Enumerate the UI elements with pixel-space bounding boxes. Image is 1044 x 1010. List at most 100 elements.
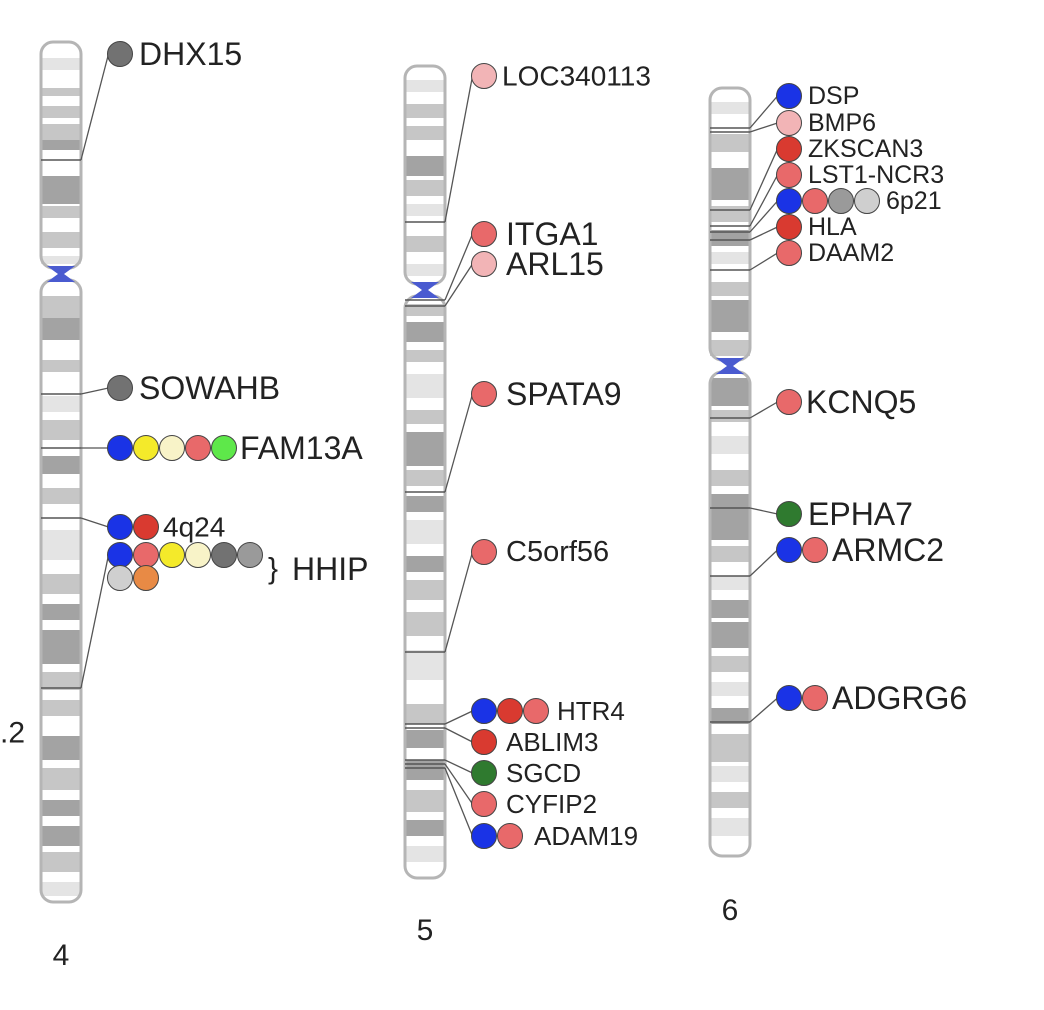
chromosome-band bbox=[41, 456, 81, 474]
marker-orange bbox=[133, 565, 159, 591]
chromosome-band bbox=[710, 230, 750, 246]
chromosome-band bbox=[710, 576, 750, 590]
chromosome-band bbox=[41, 604, 81, 620]
chromosome-band bbox=[405, 650, 445, 680]
chromosome-band bbox=[710, 470, 750, 486]
chromosome-band bbox=[710, 282, 750, 296]
marker-dark-gray bbox=[107, 375, 133, 401]
chromosome-band bbox=[41, 530, 81, 560]
chromosome-band bbox=[41, 58, 81, 70]
chromosome-band bbox=[710, 206, 750, 222]
connector-line bbox=[444, 551, 474, 653]
chromosome-band bbox=[405, 730, 445, 748]
marker-blue bbox=[471, 698, 497, 724]
chromosome-band bbox=[405, 432, 445, 466]
chromosome-band bbox=[710, 708, 750, 724]
gene-label-hhip: HHIP bbox=[292, 551, 368, 587]
markers-layer bbox=[107, 41, 880, 849]
marker-blue bbox=[776, 685, 802, 711]
locus-adam19-markers bbox=[471, 823, 523, 849]
chromosome-band bbox=[710, 494, 750, 540]
chromosome-band bbox=[405, 556, 445, 572]
chromosome-band bbox=[405, 374, 445, 398]
chromosome-band bbox=[405, 80, 445, 92]
marker-salmon bbox=[523, 698, 549, 724]
chromosome-band bbox=[710, 102, 750, 114]
chromosome-band bbox=[710, 252, 750, 264]
chromosome-band bbox=[41, 206, 81, 218]
marker-blue bbox=[471, 823, 497, 849]
chromosome-band bbox=[405, 410, 445, 424]
connector-line bbox=[444, 727, 473, 743]
gene-label-armc2: ARMC2 bbox=[832, 532, 944, 568]
chromosomes-layer: 456 bbox=[39, 40, 752, 972]
gene-label-htr4: HTR4 bbox=[557, 696, 625, 726]
marker-dark-gray bbox=[211, 542, 237, 568]
chromosome-band bbox=[41, 106, 81, 118]
chromosome-band bbox=[710, 300, 750, 332]
locus-4q24-markers bbox=[107, 514, 159, 540]
chromosome-bands bbox=[41, 58, 81, 896]
marker-red bbox=[497, 698, 523, 724]
chromosome-band bbox=[710, 734, 750, 762]
locus-ablim3-markers bbox=[471, 729, 497, 755]
chromosome-band bbox=[41, 630, 81, 664]
marker-salmon bbox=[471, 539, 497, 565]
locus-itga1-markers bbox=[471, 221, 497, 247]
marker-salmon bbox=[471, 791, 497, 817]
connector-line bbox=[444, 763, 474, 805]
chromosome-band bbox=[405, 322, 445, 342]
locus-cyfip2-markers bbox=[471, 791, 497, 817]
marker-salmon bbox=[471, 381, 497, 407]
locus-arl15-markers bbox=[471, 251, 497, 277]
chromosome-band bbox=[41, 736, 81, 760]
chromosome-band bbox=[710, 340, 750, 356]
locus-sowahb-markers bbox=[107, 375, 133, 401]
chromosome-band bbox=[41, 700, 81, 716]
chromosome-4: 4 bbox=[39, 40, 83, 972]
bracket-glyph: } bbox=[268, 553, 278, 586]
chromosome-band bbox=[405, 520, 445, 544]
chromosome-band bbox=[41, 488, 81, 504]
chromosome-band bbox=[405, 236, 445, 252]
chromosome-band bbox=[41, 176, 81, 204]
locus-epha7-markers bbox=[776, 501, 802, 527]
chromosome-band bbox=[405, 180, 445, 196]
chromosome-band bbox=[710, 168, 750, 200]
locus-fam13a-markers bbox=[107, 435, 237, 461]
chromosome-band bbox=[710, 766, 750, 782]
locus-kcnq5-markers bbox=[776, 389, 802, 415]
chromosome-band bbox=[41, 396, 81, 412]
chromosome-band bbox=[405, 580, 445, 600]
chromosome-band bbox=[41, 232, 81, 248]
chromosome-band bbox=[41, 574, 81, 594]
locus-6p21-markers bbox=[776, 188, 880, 214]
locus-lst1-ncr3-markers bbox=[776, 162, 802, 188]
chromosome-band bbox=[710, 134, 750, 152]
chromosome-band bbox=[405, 612, 445, 636]
gene-label-sgcd: SGCD bbox=[506, 758, 581, 788]
marker-yellow bbox=[159, 542, 185, 568]
chromosome-band bbox=[41, 296, 81, 318]
chromosome-band bbox=[41, 882, 81, 896]
chromosome-6: 6 bbox=[708, 86, 752, 927]
chromosome-band bbox=[710, 682, 750, 696]
chromosome-band bbox=[41, 768, 81, 790]
connector-line bbox=[749, 401, 778, 419]
locus-loc340113-markers bbox=[471, 63, 497, 89]
connector-line bbox=[749, 200, 778, 233]
connector-line bbox=[444, 710, 473, 725]
gene-label-lst1-ncr3: LST1-NCR3 bbox=[808, 161, 944, 189]
connector-line bbox=[749, 226, 778, 241]
marker-red bbox=[133, 514, 159, 540]
marker-salmon bbox=[497, 823, 523, 849]
gene-label-itga1: ITGA1 bbox=[506, 216, 598, 252]
gene-label-zkscan3: ZKSCAN3 bbox=[808, 135, 923, 163]
connector-line bbox=[749, 95, 778, 129]
marker-salmon bbox=[802, 188, 828, 214]
chromosome-band bbox=[41, 256, 81, 264]
chromosome-band bbox=[41, 318, 81, 340]
marker-red bbox=[776, 136, 802, 162]
labels-layer: DHX15SOWAHBFAM13A4q24}HHIPLOC340113ITGA1… bbox=[0, 36, 967, 851]
